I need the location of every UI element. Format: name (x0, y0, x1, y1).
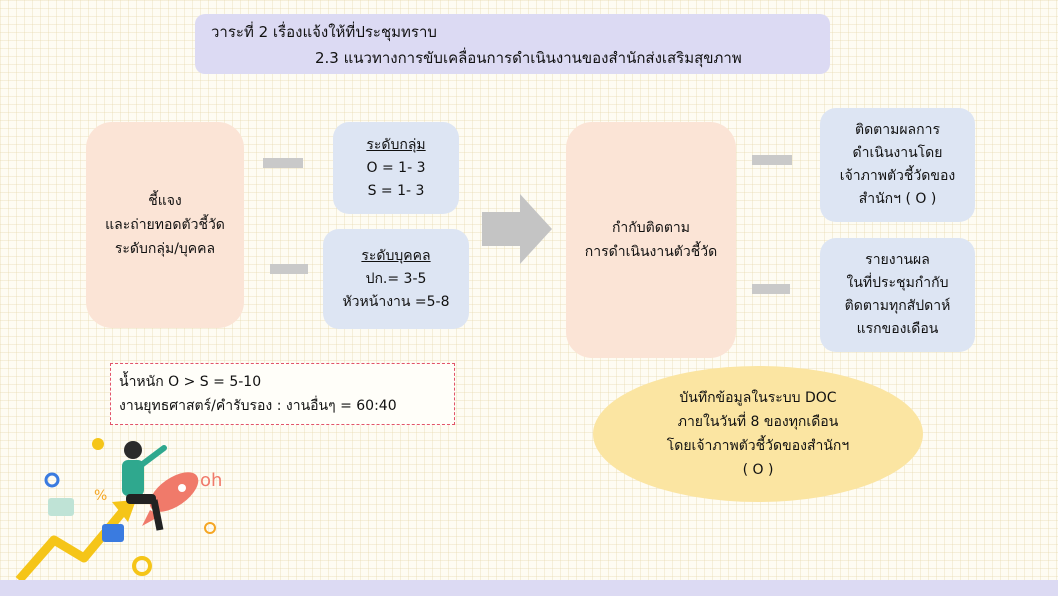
group-level-box: ระดับกลุ่ม O = 1- 3 S = 1- 3 (333, 122, 459, 214)
individual-level-head: หัวหน้างาน =5-8 (342, 293, 450, 310)
explain-line-2: และถ่ายทอดตัวชี้วัด (105, 217, 225, 233)
connector-dash (270, 264, 308, 274)
footer-bar (0, 580, 1058, 596)
individual-level-box: ระดับบุคคล ปก.= 3-5 หัวหน้างาน =5-8 (323, 229, 469, 329)
monitor-line-2: การดำเนินงานตัวชี้วัด (584, 244, 718, 260)
doc-line-1: บันทึกข้อมูลในระบบ DOC (679, 390, 837, 406)
monitor-line-1: กำกับติดตาม (611, 220, 691, 236)
individual-level-staff: ปก.= 3-5 (365, 270, 427, 287)
monitor-indicators-box: กำกับติดตาม การดำเนินงานตัวชี้วัด (566, 122, 736, 358)
follow-up-box: ติดตามผลการ ดำเนินงานโดย เจ้าภาพตัวชี้วั… (820, 108, 975, 222)
doc-line-2: ภายในวันที่ 8 ของทุกเดือน (677, 414, 839, 430)
connector-dash (263, 158, 303, 168)
doc-line-4: ( O ) (742, 462, 774, 478)
agenda-header: วาระที่ 2 เรื่องแจ้งให้ที่ประชุมทราบ 2.3… (195, 14, 830, 74)
report-line-4: แรกของเดือน (856, 321, 939, 337)
agenda-subtitle: 2.3 แนวทางการขับเคลื่อนการดำเนินงานของสำ… (315, 49, 742, 67)
doc-record-oval: บันทึกข้อมูลในระบบ DOC ภายในวันที่ 8 ของ… (593, 366, 923, 502)
report-box: รายงานผล ในที่ประชุมกำกับ ติดตามทุกสัปดา… (820, 238, 975, 352)
weight-line-2: งานยุทธศาสตร์/คำรับรอง : งานอื่นๆ = 60:4… (119, 398, 397, 414)
group-level-o: O = 1- 3 (366, 159, 426, 176)
report-line-2: ในที่ประชุมกำกับ (846, 275, 949, 291)
connector-dash (752, 155, 792, 165)
agenda-title: วาระที่ 2 เรื่องแจ้งให้ที่ประชุมทราบ (211, 23, 437, 41)
follow-line-2: ดำเนินงานโดย (852, 145, 943, 161)
doc-line-3: โดยเจ้าภาพตัวชี้วัดของสำนักฯ (666, 438, 850, 454)
follow-line-3: เจ้าภาพตัวชี้วัดของ (839, 168, 956, 184)
group-level-title: ระดับกลุ่ม (366, 136, 426, 153)
right-arrow-icon (482, 194, 552, 264)
report-line-3: ติดตามทุกสัปดาห์ (844, 298, 951, 314)
connector-dash (752, 284, 790, 294)
explain-line-3: ระดับกลุ่ม/บุคคล (114, 241, 216, 257)
report-line-1: รายงานผล (865, 252, 930, 268)
svg-text:oh: oh (200, 470, 222, 491)
weight-note-box: น้ำหนัก O > S = 5-10 งานยุทธศาสตร์/คำรับ… (110, 363, 455, 425)
follow-line-1: ติดตามผลการ (854, 122, 940, 138)
svg-text:%: % (94, 488, 107, 504)
explain-line-1: ชี้แจง (148, 193, 182, 209)
explain-indicators-box: ชี้แจง และถ่ายทอดตัวชี้วัด ระดับกลุ่ม/บุ… (86, 122, 244, 328)
rocket-person-illustration-icon: % oh (15, 438, 222, 580)
individual-level-title: ระดับบุคคล (361, 247, 431, 264)
weight-line-1: น้ำหนัก O > S = 5-10 (119, 374, 262, 390)
follow-line-4: สำนักฯ ( O ) (858, 191, 937, 207)
group-level-s: S = 1- 3 (367, 182, 425, 199)
